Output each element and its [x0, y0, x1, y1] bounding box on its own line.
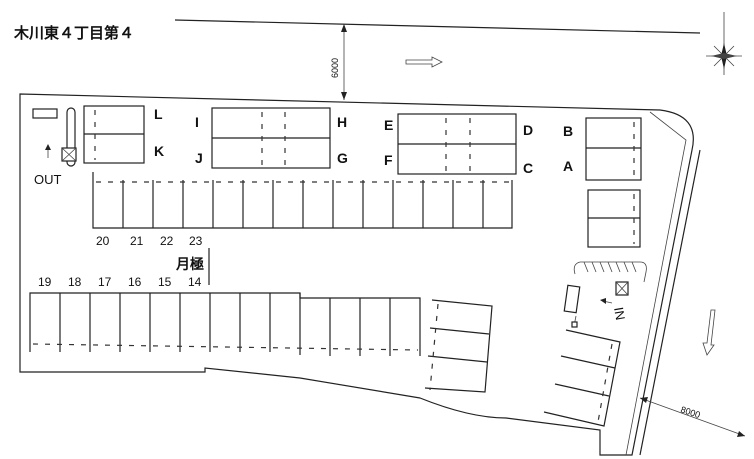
spot-label-f: F: [384, 152, 393, 168]
boundary-inner-line: [625, 111, 687, 456]
traffic-arrow-right-icon: [405, 56, 443, 68]
exit-gate: OUT: [32, 107, 77, 187]
stalls-lk: [83, 105, 145, 164]
spot-label-e: E: [384, 117, 393, 133]
traffic-arrow-down-icon: [702, 309, 716, 356]
spot-label-d: D: [523, 122, 533, 138]
stalls-ba: [585, 117, 642, 181]
spot-number-17: 17: [98, 275, 112, 289]
stalls-ijhg: [211, 107, 331, 169]
dimension-right: 8000: [639, 397, 746, 437]
site-boundary: [19, 93, 694, 456]
spot-label-a: A: [563, 158, 573, 174]
spot-label-j: J: [195, 150, 203, 166]
spot-number-16: 16: [128, 275, 142, 289]
stall-row-lower: [29, 292, 421, 356]
stalls-efdc: [397, 113, 517, 175]
spot-number-18: 18: [68, 275, 82, 289]
out-label: OUT: [34, 172, 62, 187]
spot-number-22: 22: [160, 234, 174, 248]
dimension-right-label: 8000: [679, 404, 701, 420]
compass-north-icon: [706, 12, 742, 75]
monthly-label: 月極: [175, 256, 204, 272]
stalls-right-column: [587, 189, 641, 248]
spot-number-21: 21: [130, 234, 144, 248]
stall-row-upper: [92, 172, 513, 229]
in-label: IN: [611, 306, 628, 321]
stalls-angled-right: [543, 329, 621, 427]
spot-label-i: I: [195, 114, 199, 130]
spot-label-h: H: [337, 114, 347, 130]
dimension-top: 6000: [330, 24, 347, 100]
spot-label-l: L: [154, 106, 163, 122]
spot-number-15: 15: [158, 275, 172, 289]
spot-number-20: 20: [96, 234, 110, 248]
spot-number-23: 23: [189, 234, 203, 248]
spot-label-k: K: [154, 143, 164, 159]
entry-gate: IN: [563, 261, 647, 328]
stalls-angled-center: [424, 299, 493, 393]
road-edge-right: [639, 149, 701, 456]
dimension-top-label: 6000: [330, 58, 340, 78]
road-edge-top: [174, 19, 701, 34]
spot-label-g: G: [337, 150, 348, 166]
lot-title: 木川東４丁目第４: [13, 24, 134, 42]
spot-label-c: C: [523, 160, 533, 176]
spot-number-19: 19: [38, 275, 52, 289]
spot-label-b: B: [563, 123, 573, 139]
spot-number-14: 14: [188, 275, 202, 289]
